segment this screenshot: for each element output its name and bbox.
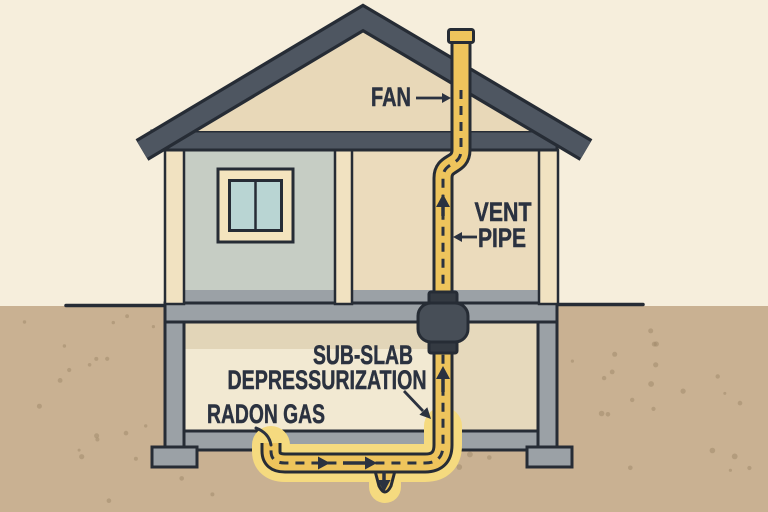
soil-speckle (731, 453, 738, 460)
subslab-arrow-icon (419, 407, 431, 419)
subslab-label-line2: DEPRESSURIZATION (228, 365, 427, 395)
soil-speckle (105, 356, 110, 361)
soil-speckle (87, 363, 92, 367)
pipe-cap (447, 28, 475, 44)
wall-stud-left (163, 148, 186, 306)
floor-slab (163, 301, 559, 324)
wall-stud-right (537, 148, 560, 306)
soil-speckle (680, 388, 686, 394)
soil-speckle (94, 433, 100, 439)
soil-speckle (67, 367, 72, 373)
soil-speckles (22, 314, 752, 504)
vent-pipe-label-line1: VENT (475, 197, 532, 227)
soil-speckle (62, 344, 67, 348)
soil-speckle (144, 424, 148, 428)
soil-speckle (22, 320, 27, 324)
soil-speckle (651, 406, 656, 411)
radon-fan (416, 290, 470, 355)
footing-left (150, 445, 199, 469)
soil-speckle (95, 437, 100, 442)
soil-speckle (210, 492, 215, 497)
fan-label: FAN (371, 82, 411, 112)
soil-speckle (94, 356, 99, 361)
window (216, 167, 295, 244)
basement-shadow-strip (184, 322, 444, 349)
vent-pipe (260, 28, 475, 474)
soil-speckle (467, 451, 473, 458)
soil-speckle (111, 320, 116, 325)
soil-speckle (36, 403, 42, 409)
eave-band (150, 129, 559, 152)
subslab-arrow-shaft (402, 390, 425, 412)
soil-speckle (628, 465, 633, 471)
soil-speckle (648, 328, 654, 334)
soil-speckle (151, 325, 155, 329)
soil-speckle (709, 447, 716, 454)
soil-speckle (728, 468, 733, 472)
wall-stud-middle (333, 148, 354, 306)
soil-speckle (605, 412, 611, 417)
soil-speckle (601, 375, 607, 381)
vent-pipe-label-line2: PIPE (478, 223, 526, 253)
flow-arrow-up-room-icon (436, 194, 450, 207)
soil-speckle (570, 359, 575, 363)
soil-speckle (737, 400, 743, 406)
soil-speckle (653, 362, 659, 368)
soil-speckle (79, 454, 85, 460)
subslab-label-line1: SUB-SLAB (313, 340, 413, 370)
footing-right (525, 445, 574, 469)
soil-speckle (77, 448, 81, 452)
pipe-flow-dashes (269, 90, 463, 465)
radon-inflow-leader (254, 426, 273, 447)
soil-speckle (106, 498, 112, 504)
soil-speckle (612, 351, 618, 357)
flow-arrow-right-1-icon (318, 456, 330, 470)
fan-body (416, 301, 470, 344)
soil-speckle (487, 455, 492, 460)
radon-gas-label: RADON GAS (207, 399, 325, 429)
soil-speckle (648, 381, 654, 387)
soil-speckle (133, 456, 138, 461)
soil-speckle (747, 465, 752, 471)
flow-arrow-right-2-icon (365, 456, 377, 470)
soil-speckle (179, 476, 184, 481)
flow-arrows (254, 194, 450, 492)
soil-speckle (653, 341, 659, 347)
soil-speckle (598, 410, 605, 417)
label-arrows (402, 93, 477, 419)
soil-speckle (715, 374, 720, 379)
soil-speckle (630, 397, 635, 403)
basement-wall-right (536, 319, 559, 451)
basement-wall-left (163, 319, 186, 451)
flow-arrow-up-basement-icon (436, 366, 450, 379)
roof-fill (137, 7, 591, 158)
vent-pipe-arrow-icon (453, 232, 462, 242)
soil-speckle (456, 464, 463, 470)
soil-speckle (609, 369, 615, 375)
soil-speckle (125, 314, 129, 319)
flow-arrow-down-stub-icon (377, 480, 391, 492)
soil-speckle (123, 430, 129, 436)
soil-speckle (57, 378, 63, 383)
soil-speckle (723, 391, 727, 395)
fan-arrow-icon (442, 93, 451, 103)
baseboard-left (184, 290, 335, 304)
